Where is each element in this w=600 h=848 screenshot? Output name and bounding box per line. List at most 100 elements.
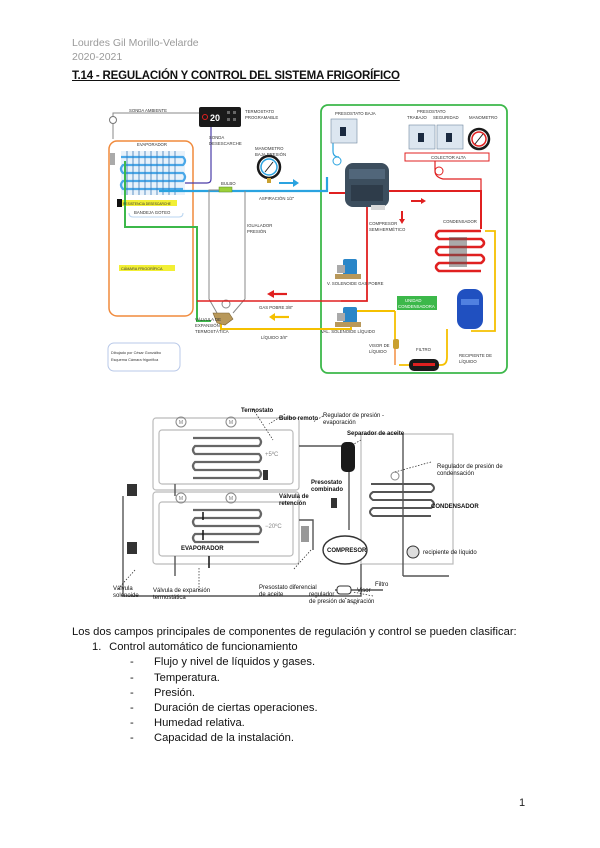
label-solenoid-valve-1: Válvula (113, 586, 133, 592)
label-expansion-valve-2: EXPANSIÓN (195, 323, 220, 328)
label-expansion-valve-3: TERMOSTÁTICA (195, 329, 229, 334)
working-pressure-switch (408, 124, 436, 150)
sub-list-item: -Flujo y nivel de líquidos y gases. (130, 656, 316, 669)
label-compressor-1: COMPRESOR (369, 221, 397, 226)
label-gas-solenoid: V. SOLENOIDE GAS POBRE (327, 281, 384, 286)
combined-pressure-switch (331, 498, 337, 508)
label-condenser: CONDENSADOR (443, 219, 477, 224)
sub-list-item-text: Capacidad de la instalación. (154, 732, 294, 745)
label-safety: SEGURIDAD (433, 115, 459, 120)
thermostat-display-value: 20 (210, 113, 220, 123)
label-suction-regulator-1: regulador (309, 592, 334, 598)
author-name: Lourdes Gil Morillo-Velarde (72, 37, 199, 49)
label-suction-regulator-2: de presión de aspiración (309, 599, 374, 605)
semi-hermetic-compressor (345, 163, 389, 210)
filter (336, 585, 352, 595)
label-working: TRABAJO (407, 115, 427, 120)
label-hp-manifold: COLECTOR ALTA (431, 155, 466, 160)
label-combined-switch-2: combinado (311, 487, 343, 493)
list-number: 1. (92, 641, 102, 654)
label-cold-chamber: CÁMARA FRIGORÍFICA (121, 267, 163, 271)
evaporator-fans (175, 416, 237, 504)
liquid-receiver (457, 289, 483, 329)
gas-solenoid-valve (335, 259, 361, 279)
solenoid-valve (127, 484, 137, 496)
sub-list-item-text: Humedad relativa. (154, 717, 245, 730)
label-evap-pressure-regulator-2: evaporación (323, 420, 356, 426)
label-filter: FILTRO (416, 347, 432, 352)
liquid-receiver (406, 545, 420, 559)
label-expansion-valve-2: termostática (153, 595, 186, 601)
label-evaporator: EVAPORADOR (181, 546, 224, 552)
label-liquid-line: LÍQUIDO 3/8" (261, 335, 288, 340)
list-item: 1. Control automático de funcionamiento (72, 640, 517, 655)
solenoid-valve (127, 542, 137, 554)
label-sight-glass-1: VISOR DE (369, 343, 390, 348)
programmable-thermostat (199, 107, 241, 127)
label-condenser: CONDENSADOR (431, 504, 479, 510)
upper-evaporator-coil (191, 436, 263, 480)
safety-pressure-switch (436, 124, 464, 150)
label-suction-line: ASPIRACIÓN 1/2" (259, 196, 295, 201)
thermostatic-expansion-valve (212, 312, 234, 326)
label-check-valve-1: Válvula de (279, 494, 309, 500)
fan-motor-label: M (229, 420, 233, 426)
label-cond-pressure-regulator-2: condensación (437, 471, 474, 477)
sub-list-item: -Temperatura. (130, 671, 220, 684)
label-cond-pressure-regulator-1: Regulador de presión de (437, 464, 503, 470)
label-credit-1: Dibujado por César Gonzálbo (111, 351, 161, 355)
sub-list-item: -Humedad relativa. (130, 717, 245, 730)
cold-chamber-box (108, 140, 194, 317)
sub-list-item: -Capacidad de la instalación. (130, 732, 294, 745)
sub-list-item: -Presión. (130, 686, 196, 699)
label-lp-gauge-2: BAJA PRESIÓN (255, 152, 286, 157)
label-liquid-receiver: recipiente de líquido (423, 550, 477, 556)
label-lp-gauge-1: MANOMETRO (255, 146, 284, 151)
credit-box (107, 342, 181, 372)
label-filter: Filtro (375, 582, 389, 588)
sub-list-item-text: Temperatura. (154, 671, 220, 684)
label-check-valve-2: retención (279, 501, 306, 507)
label-diff-oil-switch-1: Presostato diferencial (259, 585, 317, 591)
intro-paragraph: Los dos campos principales de componente… (72, 626, 517, 638)
label-receiver-2: LÍQUIDO (459, 359, 477, 364)
label-solenoid-valve-2: solenoide (113, 593, 139, 599)
label-pressure-switch: PRESOSTATO (417, 109, 446, 114)
label-equalizer-2: PRESIÓN (247, 229, 266, 234)
page-number: 1 (519, 797, 526, 809)
sub-list-item-text: Flujo y nivel de líquidos y gases. (154, 656, 316, 669)
condenser-coil (369, 483, 435, 517)
two-temperature-installation-diagram: M M M M (113, 400, 519, 610)
label-thermostat: TERMOSTATO (245, 109, 275, 114)
label-lower-temperature: −20ºC (265, 523, 282, 530)
label-lean-gas-line: GAS POBRE 3/8" (259, 305, 293, 310)
label-drip-tray: BANDEJA GOTEO (134, 210, 171, 215)
condensing-unit-badge (397, 296, 437, 310)
label-remote-bulb: Bulbo remoto (279, 416, 318, 422)
condenser-coil (434, 229, 486, 273)
liquid-solenoid-valve (335, 307, 361, 327)
label-credit-2: Esquema Cámara frigorífica (111, 358, 159, 362)
body-text: Los dos campos principales de componente… (72, 625, 517, 747)
condensing-unit-box (320, 104, 508, 374)
label-sight-glass-2: LÍQUIDO (369, 349, 387, 354)
label-defrost-probe-2: DESESCARCHE (209, 141, 242, 146)
label-receiver-1: RECIPIENTE DE (459, 353, 492, 358)
low-pressure-gauge (256, 154, 282, 183)
differential-oil-pressure-switch (301, 526, 309, 542)
label-compressor-2: SEMIHERMÉTICO (369, 227, 406, 232)
label-combined-switch-1: Presostato (311, 480, 342, 486)
label-evaporator: EVAPORADOR (137, 142, 167, 147)
compressor (322, 535, 368, 565)
fan-motor-label: M (179, 496, 183, 502)
label-oil-separator: Separador de aceite (347, 431, 405, 437)
sub-list-item: -Duración de ciertas operaciones. (130, 702, 318, 715)
lower-evaporator-coil (191, 508, 263, 544)
fan-motor-label: M (179, 420, 183, 426)
label-defrost-heater: RESISTENCIA DESESCARCHE (123, 202, 172, 206)
label-unit-1: UNIDAD (405, 298, 421, 303)
label-programmable: PROGRAMABLE (245, 115, 278, 120)
label-evap-pressure-regulator-1: Regulador de presión - (323, 413, 384, 419)
refrigeration-scheme-diagram: 20 (99, 99, 517, 377)
sub-list-item-text: Duración de ciertas operaciones. (154, 702, 318, 715)
